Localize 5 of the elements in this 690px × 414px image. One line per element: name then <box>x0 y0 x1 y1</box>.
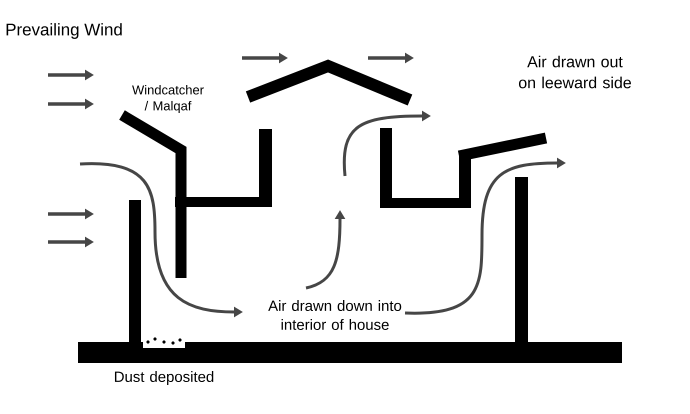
title: Prevailing Wind <box>6 23 122 39</box>
label: Dust deposited <box>114 371 214 385</box>
label: Air drawn out on leeward side <box>518 56 631 88</box>
label: Windcatcher / Malqaf <box>132 85 204 113</box>
label: Air drawn down into interior of house <box>268 300 402 330</box>
